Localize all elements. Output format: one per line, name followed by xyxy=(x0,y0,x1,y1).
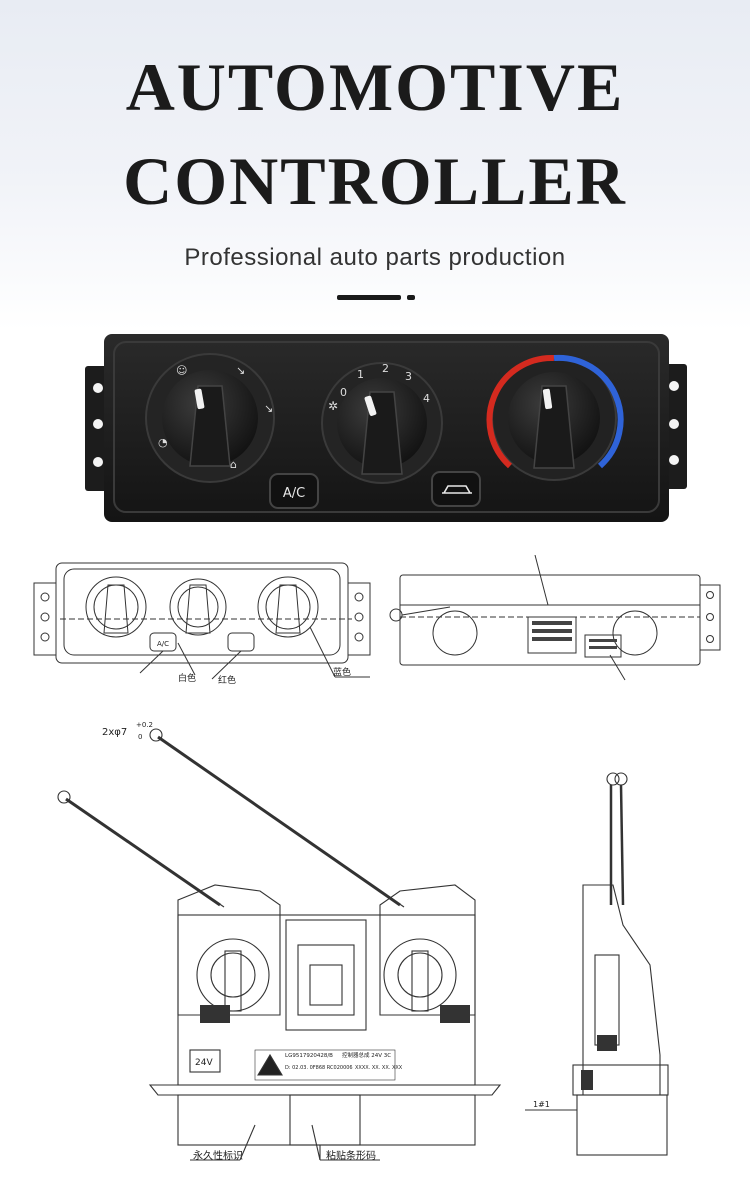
page-title-line-1: AUTOMOTIVE xyxy=(125,49,625,125)
page-subtitle: Professional auto parts production xyxy=(184,244,566,271)
fan-speed-1: 1 xyxy=(357,368,364,381)
recirculation-car-icon xyxy=(442,485,472,494)
label-red: 红色 xyxy=(218,674,236,686)
rear-view-drawing: 2xφ7 +0.2 0 24V LG9517920428/B 控制器总成 24V… xyxy=(57,721,502,1162)
temperature-knob[interactable] xyxy=(486,354,624,481)
vent-defrost-icon: ⌂ xyxy=(230,458,237,471)
serial-code: XXXX. XX. XX. XXX xyxy=(355,1065,403,1071)
fan-speed-4: 4 xyxy=(423,392,430,405)
fan-icon: ✲ xyxy=(328,399,338,413)
fan-speed-0: 0 xyxy=(340,386,347,399)
date-code: D: 02.03. 0F868 RC020006 xyxy=(285,1065,353,1071)
label-barcode: 粘贴条形码 xyxy=(326,1149,376,1162)
label-permanent-mark: 永久性标识 xyxy=(193,1149,243,1162)
vent-feet-icon: ↘ xyxy=(236,364,245,377)
vent-mix-icon: ↘ xyxy=(264,402,273,415)
hole-spec: 2xφ7 xyxy=(102,727,127,738)
hero-background xyxy=(0,0,750,330)
fan-speed-2: 2 xyxy=(382,362,389,375)
vent-face-icon: ☺ xyxy=(176,364,187,377)
label-white: 白色 xyxy=(178,672,196,684)
top-view-drawing xyxy=(389,555,721,681)
accent-bar xyxy=(337,295,401,300)
hole-tol-lower: 0 xyxy=(138,733,142,741)
ac-button-label: A/C xyxy=(283,486,305,501)
front-view-drawing: A/C 白色 红色 蓝色 xyxy=(33,562,371,686)
page-title-line-2: CONTROLLER xyxy=(123,143,627,219)
product-name: 控制器总成 24V 3C xyxy=(342,1051,391,1059)
recirculation-button[interactable] xyxy=(431,471,481,507)
side-view-drawing: 1#1 xyxy=(525,772,669,1156)
part-number: LG9517920428/B xyxy=(285,1053,333,1059)
ac-button-label-drawing: A/C xyxy=(157,640,169,648)
voltage-label: 24V xyxy=(195,1058,213,1068)
hole-tol-upper: +0.2 xyxy=(136,721,153,729)
label-blue: 蓝色 xyxy=(333,666,351,678)
air-mode-knob[interactable] xyxy=(145,353,275,483)
accent-dot xyxy=(407,295,415,300)
ac-button[interactable]: A/C xyxy=(269,473,319,509)
vent-window-icon: ◔ xyxy=(158,436,168,449)
product-photo: ☺ ↘ ↘ ⌂ ◔ ✲ 0 1 2 3 4 A/C xyxy=(85,334,687,522)
fan-speed-knob[interactable] xyxy=(321,362,443,484)
side-label: 1#1 xyxy=(533,1100,550,1109)
fan-speed-3: 3 xyxy=(405,370,412,383)
